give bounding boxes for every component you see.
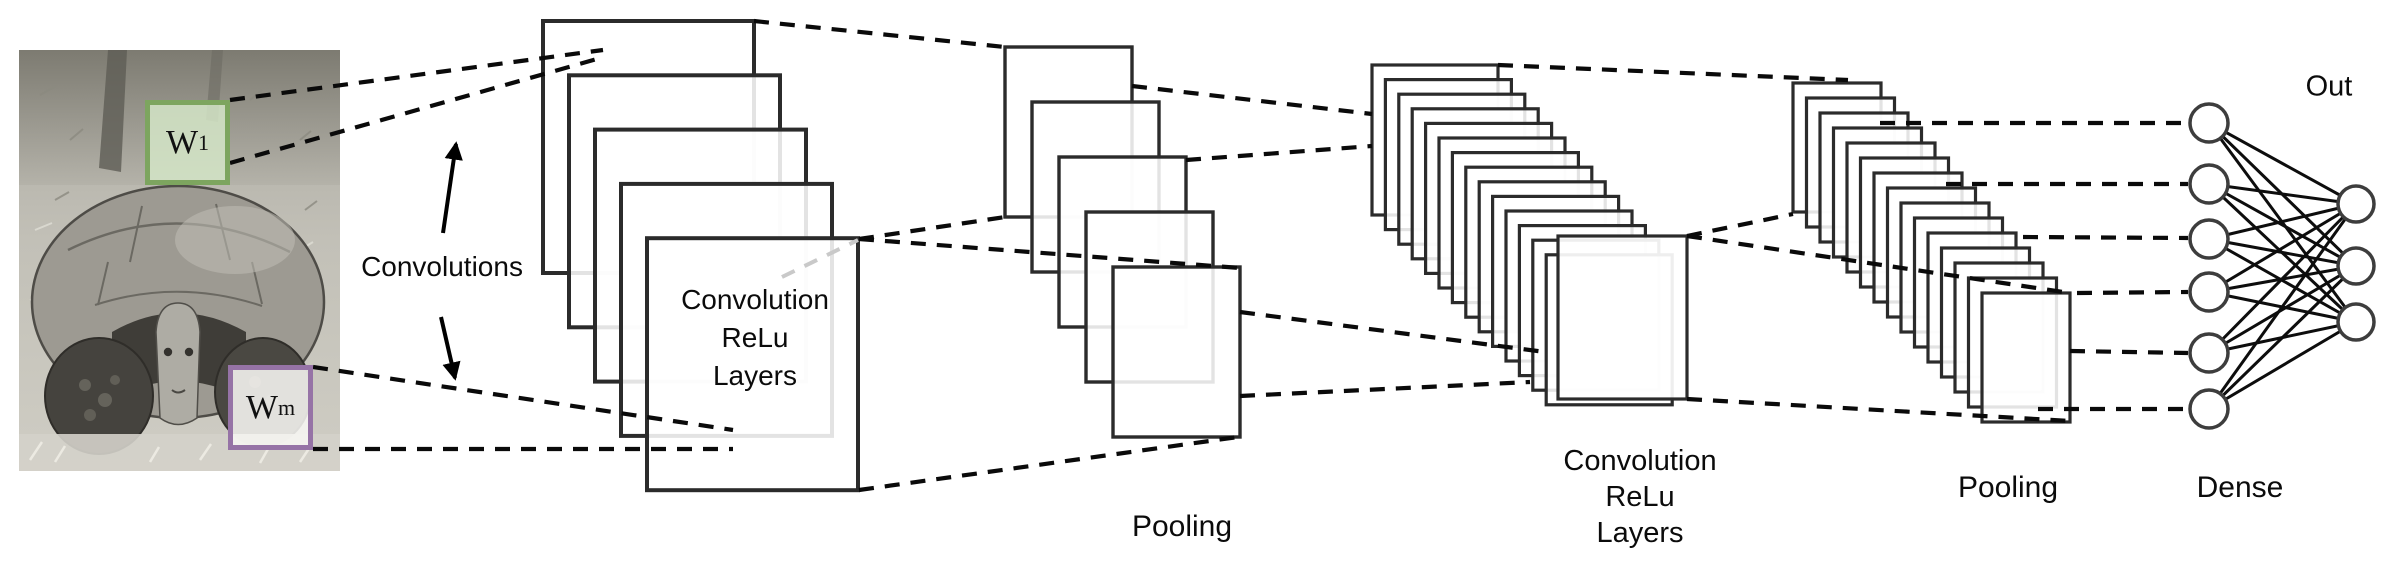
- dense-connection-line: [2208, 121, 2357, 206]
- pooling-label-2: Pooling: [1957, 471, 2059, 504]
- dense-connection-line: [2208, 237, 2357, 268]
- dense-node: [2188, 332, 2230, 374]
- dashed-connection-line: [2069, 348, 2189, 356]
- dense-connection-line: [2208, 202, 2357, 294]
- wm-label: W: [245, 388, 278, 426]
- dashed-connection-line: [1131, 83, 1373, 117]
- dense-node: [2188, 388, 2230, 430]
- dense-connection-line: [2208, 182, 2357, 206]
- dashed-connection-line: [858, 434, 1239, 493]
- dense-label: Dense: [2196, 471, 2284, 504]
- convolutions-arrow: [441, 141, 463, 234]
- dashed-connection-line: [1239, 379, 1531, 399]
- dense-node: [2188, 218, 2230, 260]
- pooling-label-1: Pooling: [1131, 510, 1233, 543]
- conv-relu-layers-label-2: Convolution ReLu Layers: [1563, 445, 1717, 549]
- dashed-connection-line: [2022, 234, 2189, 241]
- pooling-stack-1-layer: [1111, 265, 1242, 439]
- w1-label: W: [165, 123, 199, 161]
- dashed-connection-line: [1686, 233, 2071, 296]
- dense-connection-line: [2207, 264, 2358, 411]
- convolutions-arrow: [439, 316, 461, 381]
- dense-connection-line: [2208, 202, 2357, 241]
- dashed-connection-line: [753, 18, 1006, 50]
- dashed-connection-line: [1686, 211, 1794, 239]
- dense-node: [2188, 163, 2230, 205]
- conv-relu-layers-label-1: Convolution ReLu Layers: [681, 284, 829, 391]
- dense-node: [2188, 271, 2230, 313]
- dashed-connection-line: [229, 47, 604, 103]
- conv-stack-2-front-layer: [1556, 234, 1689, 401]
- convolutions-label: Convolutions: [361, 251, 523, 282]
- dashed-connection-line: [2076, 289, 2189, 296]
- dashed-connection-line: [858, 214, 1006, 242]
- dashed-connection-line: [1686, 396, 2071, 424]
- dashed-connection-line: [1185, 143, 1373, 163]
- out-label: Out: [2305, 70, 2353, 103]
- dashed-connection-line: [1497, 62, 1849, 83]
- dense-node: [2188, 102, 2230, 144]
- dense-connection-line: [2208, 264, 2357, 355]
- dashed-connection-line: [229, 54, 605, 166]
- pooling-stack-2-layer: [1980, 291, 2072, 424]
- dense-connection-line: [2208, 182, 2357, 268]
- dense-connection-line: [2207, 202, 2358, 355]
- dense-connection-line: [2208, 320, 2357, 411]
- output-node: [2336, 184, 2376, 224]
- output-node: [2336, 246, 2376, 286]
- dense-connection-line: [2207, 203, 2358, 410]
- tree-trunk: [99, 50, 127, 172]
- dashed-connection-line: [858, 236, 1241, 271]
- output-node: [2336, 302, 2376, 342]
- dashed-connection-line: [312, 364, 734, 433]
